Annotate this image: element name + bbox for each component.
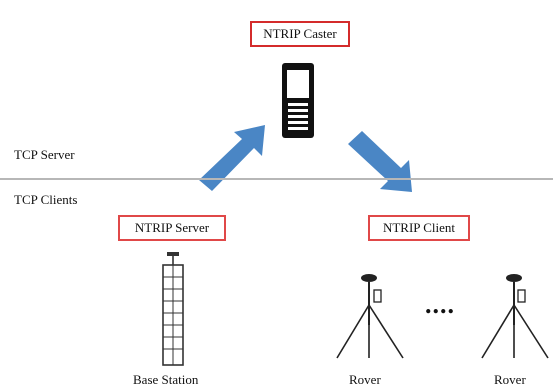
download-arrow-icon xyxy=(348,131,412,192)
ntrip-client-box: NTRIP Client xyxy=(368,215,470,241)
rover-2-label: Rover xyxy=(494,372,526,387)
rover-2-tripod-icon xyxy=(481,274,549,359)
ntrip-client-label: NTRIP Client xyxy=(382,220,456,235)
rover-1-tripod-icon xyxy=(336,274,404,359)
ntrip-server-label: NTRIP Server xyxy=(134,220,210,235)
ntrip-caster-box: NTRIP Caster xyxy=(250,21,350,47)
layer-divider xyxy=(0,178,553,180)
tcp-clients-label: TCP Clients xyxy=(14,192,78,207)
upload-arrow-icon xyxy=(199,125,265,191)
ntrip-caster-label: NTRIP Caster xyxy=(263,26,337,41)
tcp-server-label: TCP Server xyxy=(14,147,75,162)
ntrip-server-box: NTRIP Server xyxy=(118,215,226,241)
caster-server-icon xyxy=(282,63,314,138)
rover-ellipsis: .... xyxy=(425,290,455,319)
base-station-label: Base Station xyxy=(133,372,199,387)
rover-1-label: Rover xyxy=(349,372,381,387)
base-station-tower-icon xyxy=(162,252,184,366)
